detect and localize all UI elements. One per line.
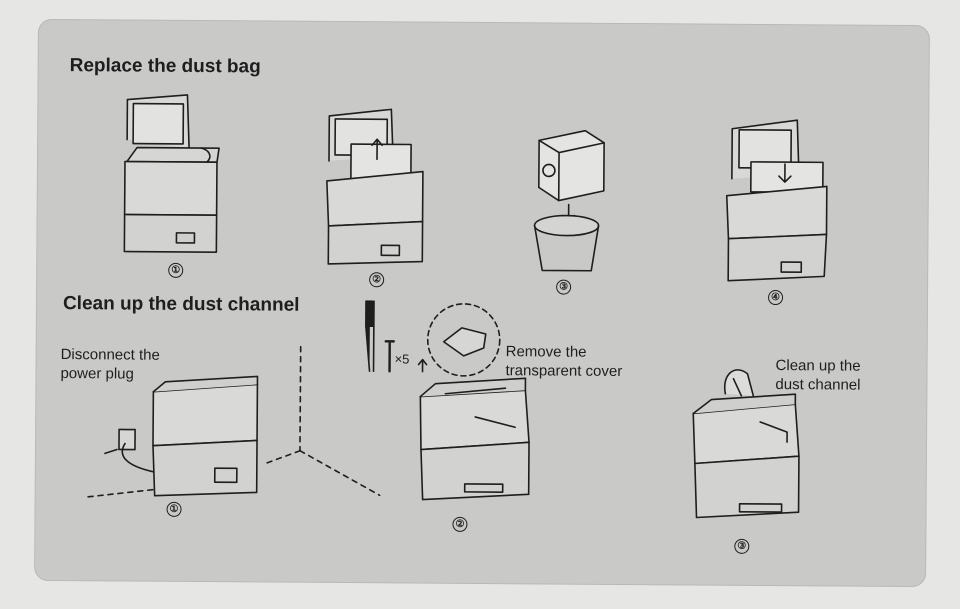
screw-count-label: ×5 — [394, 351, 410, 367]
remove-cover-illustration — [365, 300, 530, 501]
replace-step-1-badge: ① — [168, 262, 184, 278]
clean-step-2-badge: ② — [452, 516, 468, 532]
disconnect-plug-caption: Disconnect the power plug — [60, 346, 160, 383]
instruction-card: Replace the dust bag Clean up the dust c… — [34, 18, 930, 588]
station-open-lid-illustration — [123, 94, 220, 253]
clean-step-1-badge: ① — [166, 501, 182, 517]
illustrations — [83, 94, 828, 519]
replace-step-2-badge: ② — [369, 272, 385, 288]
clean-channel-illustration — [692, 369, 800, 519]
clean-channel-caption: Clean up the dust channel — [775, 357, 861, 394]
unplugged-station-illustration — [83, 345, 381, 499]
remove-cover-caption: Remove the transparent cover — [505, 343, 623, 380]
replace-step-4-badge: ④ — [767, 289, 784, 306]
clean-step-3-badge: ③ — [734, 538, 750, 554]
bag-inserted-illustration — [725, 119, 828, 282]
bag-into-bin-illustration — [533, 129, 605, 272]
replace-step-3-badge: ③ — [556, 279, 572, 295]
bag-removal-illustration — [326, 108, 424, 265]
